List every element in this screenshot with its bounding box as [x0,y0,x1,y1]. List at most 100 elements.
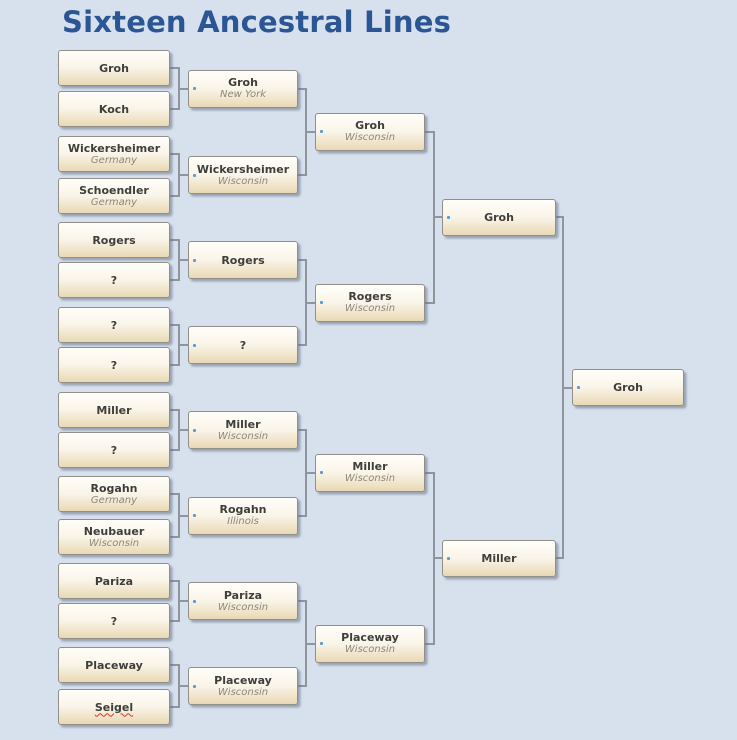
page-title: Sixteen Ancestral Lines [62,5,452,39]
connector-line [179,174,188,176]
ancestor-place: Wisconsin [217,686,269,698]
ancestor-place: Wisconsin [344,303,396,314]
ancestor-surname: Groh [228,76,258,89]
connector-line [305,600,307,687]
ancestor-place: Wisconsin [217,601,269,613]
connector-line [298,259,306,261]
connector-line [425,301,434,304]
ancestor-surname: Rogers [92,233,136,247]
node-anchor-dot-icon [320,642,323,645]
ancestor-node[interactable]: Placeway [58,647,170,683]
ancestor-surname: ? [110,273,118,287]
connector-line [178,67,180,110]
ancestor-node[interactable]: Miller [442,539,556,577]
node-anchor-dot-icon [577,386,580,390]
ancestor-node[interactable]: Groh [442,198,556,236]
node-anchor-dot-icon [193,87,196,90]
ancestor-node[interactable]: Miller [58,392,170,428]
ancestor-node[interactable]: Groh [58,50,170,86]
ancestor-node[interactable]: Seigel [58,689,170,725]
ancestor-node[interactable]: ? [58,262,170,298]
connector-line [178,239,180,281]
ancestor-place: Wisconsin [217,430,269,442]
connector-line [170,67,179,69]
connector-line [170,664,179,666]
connector-line [170,706,179,708]
connector-line [179,87,188,90]
ancestor-node[interactable]: Rogers [58,222,170,258]
connector-line [178,664,180,708]
connector-line [170,153,179,155]
ancestor-surname: Rogahn [90,481,138,495]
node-anchor-dot-icon [193,258,196,262]
node-anchor-dot-icon [320,130,323,134]
connector-line [425,642,434,645]
ancestor-surname: Groh [484,210,514,224]
ancestor-surname: Wickersheimer [196,162,290,176]
ancestor-surname: ? [110,614,118,628]
connector-line [178,493,180,538]
connector-line [170,449,179,451]
connector-line [179,259,188,261]
ancestor-node[interactable]: ? [188,326,298,364]
connector-line [170,493,179,495]
ancestor-surname: Placeway [85,658,143,672]
connector-line [178,153,180,197]
connector-line [170,364,179,366]
ancestor-surname: Pariza [223,588,263,602]
ancestor-node[interactable]: Koch [58,91,170,127]
ancestor-surname: Rogahn [219,503,267,516]
ancestor-node[interactable]: ? [58,432,170,468]
ancestor-node[interactable]: ? [58,347,170,383]
ancestor-surname: ? [110,358,118,372]
ancestor-surname: ? [110,443,118,457]
ancestor-node[interactable]: Pariza [58,563,170,599]
node-anchor-dot-icon [193,343,196,347]
connector-line [170,620,179,622]
connector-line [556,216,563,219]
ancestor-node[interactable]: ? [58,603,170,639]
connector-line [563,386,572,389]
node-anchor-dot-icon [447,556,450,560]
ancestor-surname: Miller [481,551,517,565]
connector-line [170,195,179,197]
connector-line [170,580,179,582]
ancestor-surname: Groh [99,61,129,75]
ancestor-surname: Pariza [94,574,134,588]
ancestor-place: Illinois [227,516,259,527]
ancestor-node[interactable]: Groh [572,369,684,407]
connector-line [306,471,315,474]
ancestor-node[interactable]: Rogers [188,241,298,279]
connector-line [556,557,563,560]
ancestor-surname: Groh [355,119,385,133]
ancestor-surname: Schoendler [79,183,149,197]
ancestor-surname: Miller [225,417,261,431]
ancestor-place: Wisconsin [217,175,269,187]
connector-line [298,87,306,90]
ancestor-surname: Placeway [214,673,272,687]
node-anchor-dot-icon [193,514,196,517]
ancestor-surname: Wickersheimer [67,141,161,155]
connector-line [170,239,179,241]
node-anchor-dot-icon [193,684,196,688]
node-anchor-dot-icon [320,471,323,475]
connector-line [306,301,315,304]
ancestor-node[interactable]: ? [58,307,170,343]
ancestor-place: Germany [90,196,138,208]
ancestor-surname: Miller [352,460,388,474]
